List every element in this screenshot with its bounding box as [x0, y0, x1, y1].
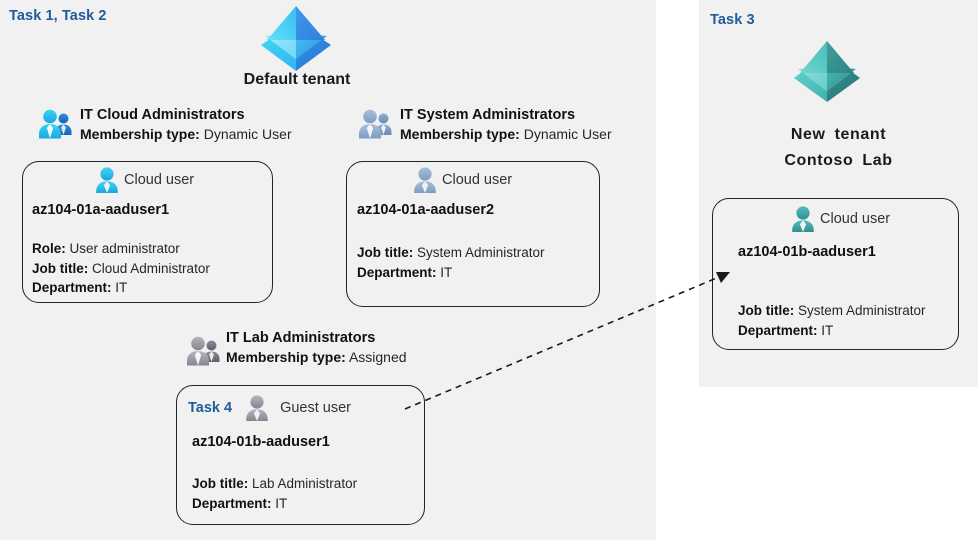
card-attr-label: Job title:: [32, 260, 89, 276]
card-kind-label: Cloud user: [124, 171, 195, 188]
card-head-cloud-user: Cloud user: [412, 166, 512, 193]
card-attr-value: IT: [275, 495, 288, 511]
card-attr-label: Job title:: [357, 245, 414, 260]
group-membership-type: Membership type: Assigned: [226, 348, 407, 367]
card-attr-value: IT: [821, 322, 834, 338]
card-attr-row: Department: IT: [738, 321, 926, 341]
card-attr-row: Job title: System Administrator: [738, 301, 926, 321]
card-attributes: Job title: Lab Administrator Department:…: [192, 474, 357, 513]
user-card-guest-aaduser1: [176, 385, 425, 525]
people-group-icon: [38, 108, 74, 140]
group-membership-value: Dynamic User: [523, 126, 612, 142]
card-upn: az104-01a-aaduser1: [32, 202, 170, 218]
group-heading-it-system-administrators: IT System Administrators Membership type…: [400, 106, 612, 144]
task-label-1-2: Task 1, Task 2: [9, 8, 107, 24]
card-head-cloud-user: Cloud user: [790, 205, 890, 232]
card-attr-label: Department:: [32, 280, 112, 295]
group-membership-label: Membership type:: [80, 126, 200, 142]
task-label-4: Task 4: [188, 399, 233, 416]
card-kind-label: Guest user: [280, 399, 351, 416]
card-attr-value: IT: [440, 264, 453, 280]
guest-user-icon: [244, 394, 270, 421]
group-title: IT Cloud Administrators: [80, 107, 245, 123]
card-attr-value: Lab Administrator: [252, 476, 358, 491]
card-kind-label: Cloud user: [442, 171, 513, 188]
group-membership-type: Membership type: Dynamic User: [80, 125, 292, 144]
group-heading-it-cloud-administrators: IT Cloud Administrators Membership type:…: [80, 106, 292, 144]
user-card-new-tenant-aaduser1: [712, 198, 959, 350]
card-attr-value: IT: [115, 280, 128, 295]
card-attr-row: Job title: System Administrator: [357, 243, 545, 263]
cloud-user-icon: [412, 166, 438, 193]
card-upn: az104-01a-aaduser2: [357, 202, 495, 218]
group-membership-label: Membership type:: [400, 126, 520, 142]
card-head-guest-user: Task 4 Guest user: [188, 394, 351, 421]
card-attributes: Job title: System Administrator Departme…: [357, 243, 545, 282]
card-head-cloud-user: Cloud user: [94, 166, 194, 193]
card-attr-label: Role:: [32, 241, 66, 256]
card-attr-value: System Administrator: [798, 303, 926, 318]
group-membership-value: Assigned: [348, 349, 407, 365]
group-membership-type: Membership type: Dynamic User: [400, 125, 612, 144]
group-heading-it-lab-administrators: IT Lab Administrators Membership type: A…: [226, 329, 407, 367]
default-tenant-caption: Default tenant: [243, 71, 351, 88]
card-attr-row: Department: IT: [32, 278, 210, 298]
default-tenant-panel: [0, 0, 656, 540]
card-attr-row: Job title: Lab Administrator: [192, 474, 357, 494]
new-tenant-caption-line1: New tenant: [790, 126, 887, 143]
people-group-icon: [358, 108, 394, 140]
task-label-3: Task 3: [710, 12, 755, 28]
card-attr-label: Job title:: [738, 303, 795, 318]
group-title: IT Lab Administrators: [226, 330, 376, 346]
card-attr-value: User administrator: [69, 241, 180, 256]
card-attr-row: Department: IT: [357, 263, 545, 283]
people-group-icon: [186, 335, 222, 367]
card-kind-label: Cloud user: [820, 210, 891, 227]
user-card-aaduser1: [22, 161, 273, 303]
card-attr-value: System Administrator: [417, 245, 545, 260]
cloud-user-icon: [790, 205, 816, 232]
card-attributes: Role: User administrator Job title: Clou…: [32, 239, 210, 298]
card-attr-row: Department: IT: [192, 494, 357, 514]
cloud-user-icon: [94, 166, 120, 193]
group-membership-label: Membership type:: [226, 349, 346, 365]
card-attributes: Job title: System Administrator Departme…: [738, 301, 926, 340]
group-title: IT System Administrators: [400, 107, 576, 123]
card-attr-row: Role: User administrator: [32, 239, 210, 259]
card-attr-label: Department:: [738, 322, 818, 338]
card-attr-label: Department:: [192, 495, 272, 511]
card-upn: az104-01b-aaduser1: [192, 434, 330, 450]
card-upn: az104-01b-aaduser1: [738, 244, 876, 260]
new-tenant-caption-line2: Contoso Lab: [784, 152, 893, 169]
card-attr-label: Department:: [357, 264, 437, 280]
azure-tenant-icon: [790, 38, 864, 102]
azure-tenant-icon: [257, 3, 335, 71]
group-membership-value: Dynamic User: [203, 126, 292, 142]
card-attr-label: Job title:: [192, 476, 249, 491]
card-attr-row: Job title: Cloud Administrator: [32, 259, 210, 279]
card-attr-value: Cloud Administrator: [92, 260, 210, 276]
